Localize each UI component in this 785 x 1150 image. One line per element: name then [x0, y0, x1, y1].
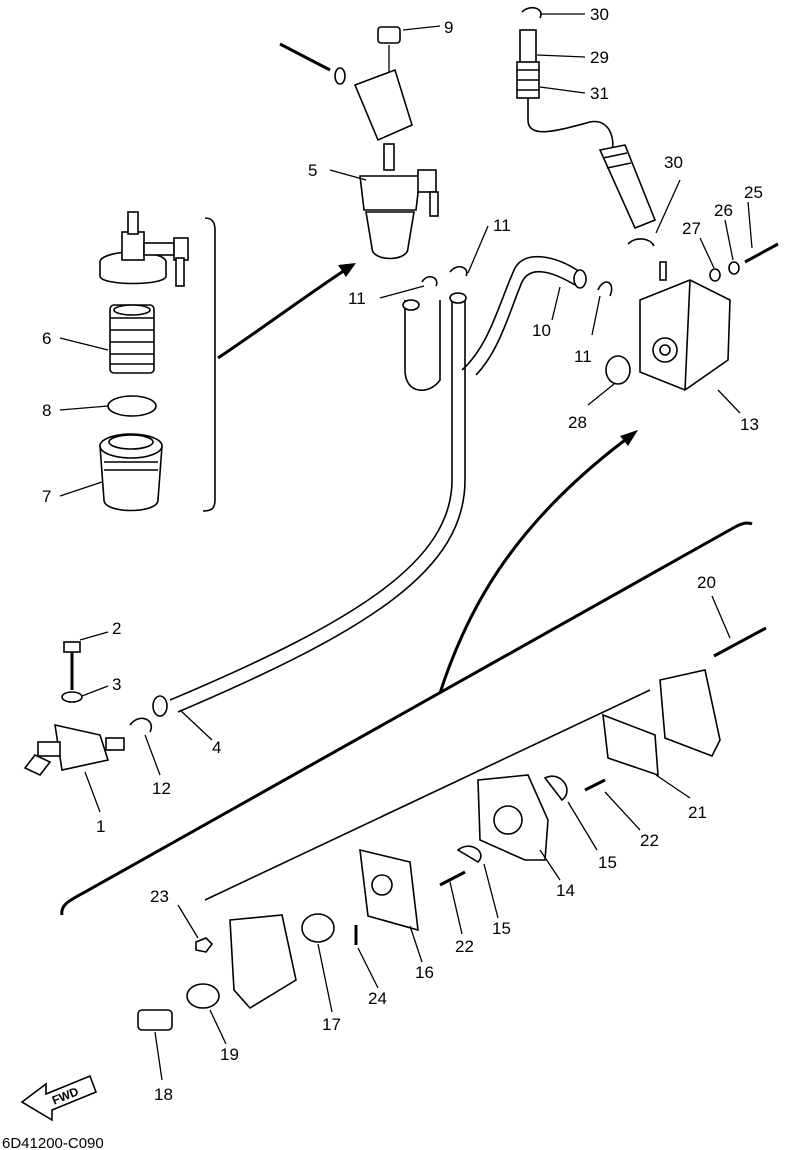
screw-22b — [439, 870, 466, 887]
mount-washer — [334, 67, 346, 85]
callout-14: 14 — [556, 881, 575, 900]
filter-cup-illustration — [99, 433, 163, 512]
callout-16: 16 — [415, 963, 434, 982]
callout-10: 10 — [532, 321, 551, 340]
fuel-hose-10 — [461, 255, 581, 371]
filter-o-ring — [107, 395, 157, 417]
mount-bolt — [279, 42, 331, 72]
callout-24: 24 — [368, 989, 387, 1008]
spring-17 — [301, 913, 335, 943]
plunger-18 — [137, 1009, 173, 1031]
filter-cap-illustration — [99, 211, 189, 287]
check-valve-15b — [456, 845, 482, 864]
callout-22-right: 22 — [640, 831, 659, 850]
fuel-filter-assembly — [359, 143, 439, 260]
fuel-hose-main — [169, 300, 453, 701]
filter-element-illustration — [109, 304, 155, 374]
fuel-hose-long — [404, 300, 441, 392]
hose-clip-pump — [597, 281, 613, 297]
hose-clip-12 — [129, 717, 153, 733]
bolt-20 — [713, 626, 767, 658]
callout-27: 27 — [682, 219, 701, 238]
fuel-joint-1 — [23, 723, 125, 776]
callout-22-left: 22 — [455, 937, 474, 956]
callout-2: 2 — [112, 619, 121, 638]
callout-5: 5 — [308, 161, 317, 180]
callout-13: 13 — [740, 415, 759, 434]
leader-lines — [59, 13, 753, 1081]
hose-clip-right — [449, 265, 468, 277]
callout-12: 12 — [152, 779, 171, 798]
callout-30-top: 30 — [590, 5, 609, 24]
section-divider-line — [60, 521, 753, 916]
callout-28: 28 — [568, 413, 587, 432]
fuel-pump-assembly-13 — [639, 261, 731, 391]
callout-3: 3 — [112, 675, 121, 694]
filter-breakdown-bracket — [202, 217, 216, 512]
callout-23: 23 — [150, 887, 169, 906]
primer-hose — [527, 98, 614, 151]
check-valve-15a — [543, 775, 568, 802]
joint-29 — [519, 29, 537, 67]
spring-19 — [186, 983, 220, 1009]
pump-cover — [659, 669, 721, 758]
callout-15-right: 15 — [598, 853, 617, 872]
callout-21: 21 — [688, 803, 707, 822]
callout-17: 17 — [322, 1015, 341, 1034]
figure-code: 6D41200-C090 — [2, 1135, 104, 1150]
callout-18: 18 — [154, 1085, 173, 1104]
callout-4: 4 — [212, 738, 221, 757]
callout-20: 20 — [697, 573, 716, 592]
nut-illustration — [377, 26, 401, 44]
clip-30-top — [521, 6, 542, 19]
screw-22a — [584, 778, 606, 792]
callout-labels: 9 30 29 31 5 30 6 8 7 11 11 10 11 28 13 … — [42, 5, 763, 1104]
o-ring-28 — [605, 355, 631, 385]
bolt-25 — [744, 242, 779, 264]
washer-3 — [61, 691, 83, 703]
callout-25: 25 — [744, 183, 763, 202]
callout-1: 1 — [96, 817, 105, 836]
washer-26 — [728, 261, 740, 275]
callout-15-left: 15 — [492, 919, 511, 938]
arrow-head-fuel-pump — [620, 430, 638, 446]
filter-bracket — [353, 68, 413, 142]
washer-27 — [709, 268, 721, 282]
callout-31: 31 — [590, 84, 609, 103]
callout-9: 9 — [444, 18, 453, 37]
gasket-21 — [602, 713, 659, 777]
callout-8: 8 — [42, 401, 51, 420]
clip-30-side — [627, 238, 655, 247]
callout-30-side: 30 — [664, 153, 683, 172]
forward-direction-arrow: FWD — [20, 1074, 98, 1122]
callout-6: 6 — [42, 329, 51, 348]
callout-7: 7 — [42, 487, 51, 506]
pump-base — [229, 914, 297, 1010]
callout-29: 29 — [590, 48, 609, 67]
arrow-head-filter — [338, 263, 356, 277]
callout-11-pump: 11 — [574, 347, 592, 366]
callout-26: 26 — [714, 201, 733, 220]
arrow-to-filter — [217, 268, 346, 360]
hose-clip-left — [421, 275, 438, 287]
callout-19: 19 — [220, 1045, 239, 1064]
callout-11-left: 11 — [348, 289, 366, 308]
arrow-to-fuel-pump — [438, 438, 626, 694]
callout-11-right: 11 — [493, 216, 511, 235]
nut-23 — [195, 937, 214, 953]
